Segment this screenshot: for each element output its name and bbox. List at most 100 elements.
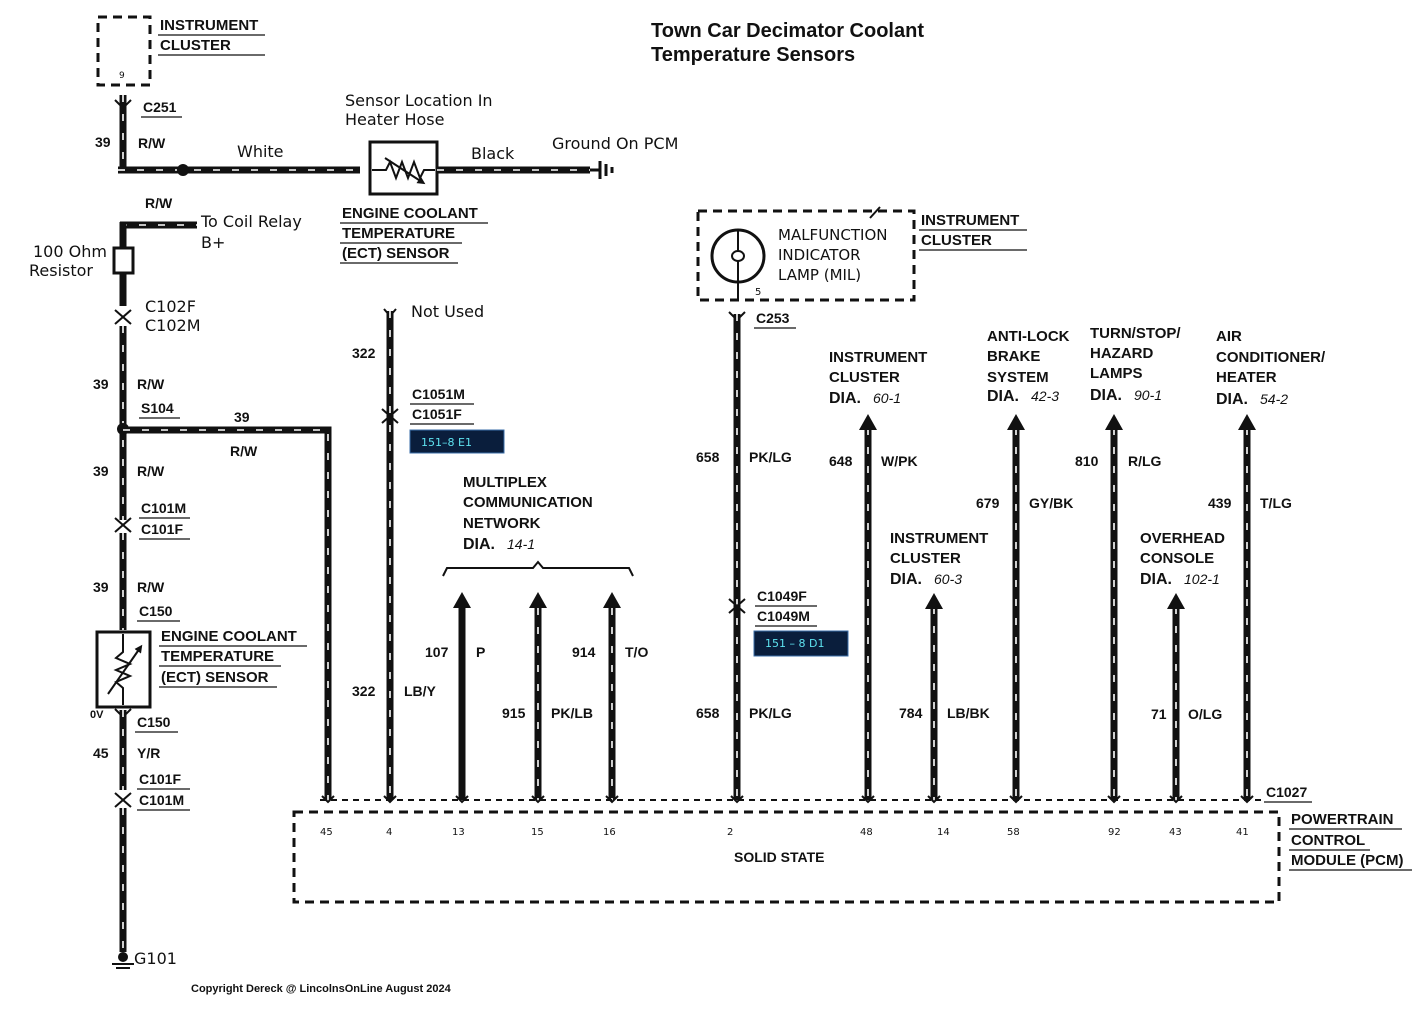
turn-dia-num: 90-1	[1134, 387, 1162, 403]
rlg-label: R/LG	[1128, 453, 1162, 469]
turn-label-3: LAMPS	[1090, 365, 1143, 382]
splice-s104: S104	[141, 400, 174, 416]
rw-label-a: R/W	[138, 135, 166, 151]
circuit-658-b: 658	[696, 705, 720, 721]
copyright-text: Copyright Dereck @ LincolnsOnLine August…	[191, 983, 452, 995]
to-label: T/O	[625, 644, 648, 660]
mil-label-1: MALFUNCTION	[778, 226, 887, 244]
wire-439	[1238, 414, 1256, 800]
multiplex-label-2: COMMUNICATION	[463, 494, 593, 511]
wire-white-label: White	[237, 142, 284, 161]
connector-c251: C251	[143, 99, 177, 115]
lbbk-label: LB/BK	[947, 705, 990, 721]
circuit-71: 71	[1151, 706, 1167, 722]
wire-648	[859, 414, 877, 800]
pcm-pin-14: 14	[937, 827, 950, 838]
turn-dia: DIA.	[1090, 387, 1122, 404]
pcm-pin-13: 13	[452, 827, 465, 838]
connector-c101m: C101M	[141, 500, 186, 516]
pcm-pin-16: 16	[603, 827, 616, 838]
reference-box-e1	[409, 429, 505, 454]
ac-dia: DIA.	[1216, 391, 1248, 408]
connector-c101f-b: C101F	[139, 771, 181, 787]
multiplex-label-3: NETWORK	[463, 515, 541, 532]
sensor-location-1: Sensor Location In	[345, 91, 493, 110]
circuit-439: 439	[1208, 495, 1232, 511]
circuit-107: 107	[425, 644, 449, 660]
mil-label-3: LAMP (MIL)	[778, 266, 861, 284]
circuit-39-c: 39	[234, 409, 250, 425]
multiplex-dia-num: 14-1	[507, 536, 535, 552]
ect-bottom-label-1: ENGINE COOLANT	[161, 628, 297, 645]
circuit-39-b: 39	[93, 376, 109, 392]
ic603-dia: DIA.	[890, 571, 922, 588]
overhead-dia-num: 102-1	[1184, 571, 1220, 587]
abs-label-2: BRAKE	[987, 348, 1040, 365]
circuit-679: 679	[976, 495, 1000, 511]
top-cluster-label-2: CLUSTER	[160, 37, 231, 54]
ground-g101-label: G101	[134, 949, 177, 968]
abs-label-3: SYSTEM	[987, 369, 1049, 386]
yr-label: Y/R	[137, 745, 160, 761]
circuit-784: 784	[899, 705, 923, 721]
connector-c101m-b: C101M	[139, 792, 184, 808]
turn-label-1: TURN/STOP/	[1090, 325, 1181, 342]
lby-label: LB/Y	[404, 683, 437, 699]
connector-c150-b: C150	[137, 714, 171, 730]
rw-label-f: R/W	[137, 579, 165, 595]
ac-label-3: HEATER	[1216, 369, 1277, 386]
ect-bottom-label-3: (ECT) SENSOR	[161, 669, 269, 686]
ic601-dia: DIA.	[829, 390, 861, 407]
ect-top-label-2: TEMPERATURE	[342, 225, 455, 242]
ac-label-1: AIR	[1216, 328, 1242, 345]
circuit-39-e: 39	[93, 579, 109, 595]
abs-dia-num: 42-3	[1031, 388, 1059, 404]
pklb-label: PK/LB	[551, 705, 593, 721]
rw-label-c: R/W	[137, 376, 165, 392]
wire-810	[1105, 414, 1123, 800]
resistor-label-1: 100 Ohm	[33, 242, 107, 261]
pcm-label-3: MODULE (PCM)	[1291, 852, 1404, 869]
connector-c1049f: C1049F	[757, 588, 807, 604]
connector-c1051f: C1051F	[412, 406, 462, 422]
multiplex-label-1: MULTIPLEX	[463, 474, 547, 491]
connector-c1027: C1027	[1266, 784, 1307, 800]
ect-top-label-1: ENGINE COOLANT	[342, 205, 478, 222]
ground-symbol-g101	[112, 952, 134, 969]
circuit-322-a: 322	[352, 345, 376, 361]
ect-top-label-3: (ECT) SENSOR	[342, 245, 450, 262]
circuit-810: 810	[1075, 453, 1099, 469]
mil-pin-5: 5	[755, 287, 761, 298]
circuit-915: 915	[502, 705, 526, 721]
splice-dot-top	[177, 164, 189, 176]
pcm-pin-58: 58	[1007, 827, 1020, 838]
ac-label-2: CONDITIONER/	[1216, 349, 1326, 366]
pcm-solid-state: SOLID STATE	[734, 849, 824, 865]
multiplex-dia: DIA.	[463, 536, 495, 553]
connector-c102f: C102F	[145, 297, 196, 316]
pcm-pin-4: 4	[386, 827, 392, 838]
wire-915	[529, 592, 547, 800]
circuit-658-a: 658	[696, 449, 720, 465]
pcm-pin-45: 45	[320, 827, 333, 838]
wire-784	[925, 593, 943, 800]
wpk-label: W/PK	[881, 453, 918, 469]
connector-c1051m: C1051M	[412, 386, 465, 402]
gybk-label: GY/BK	[1029, 495, 1073, 511]
sensor-location-2: Heater Hose	[345, 110, 444, 129]
ic603-label-2: CLUSTER	[890, 550, 961, 567]
turn-label-2: HAZARD	[1090, 345, 1153, 362]
pcm-pin-92: 92	[1108, 827, 1121, 838]
circuit-45: 45	[93, 745, 109, 761]
pklg-label-b: PK/LG	[749, 705, 792, 721]
ect-sensor-top-box	[368, 140, 439, 196]
connector-c102m: C102M	[145, 316, 201, 335]
mil-cluster-label-2: CLUSTER	[921, 232, 992, 249]
wire-914	[603, 592, 621, 800]
circuit-39-d: 39	[93, 463, 109, 479]
wire-107	[453, 592, 471, 800]
mil-label-2: INDICATOR	[778, 246, 861, 264]
abs-dia: DIA.	[987, 388, 1019, 405]
circuit-322-b: 322	[352, 683, 376, 699]
circuit-39-a: 39	[95, 134, 111, 150]
